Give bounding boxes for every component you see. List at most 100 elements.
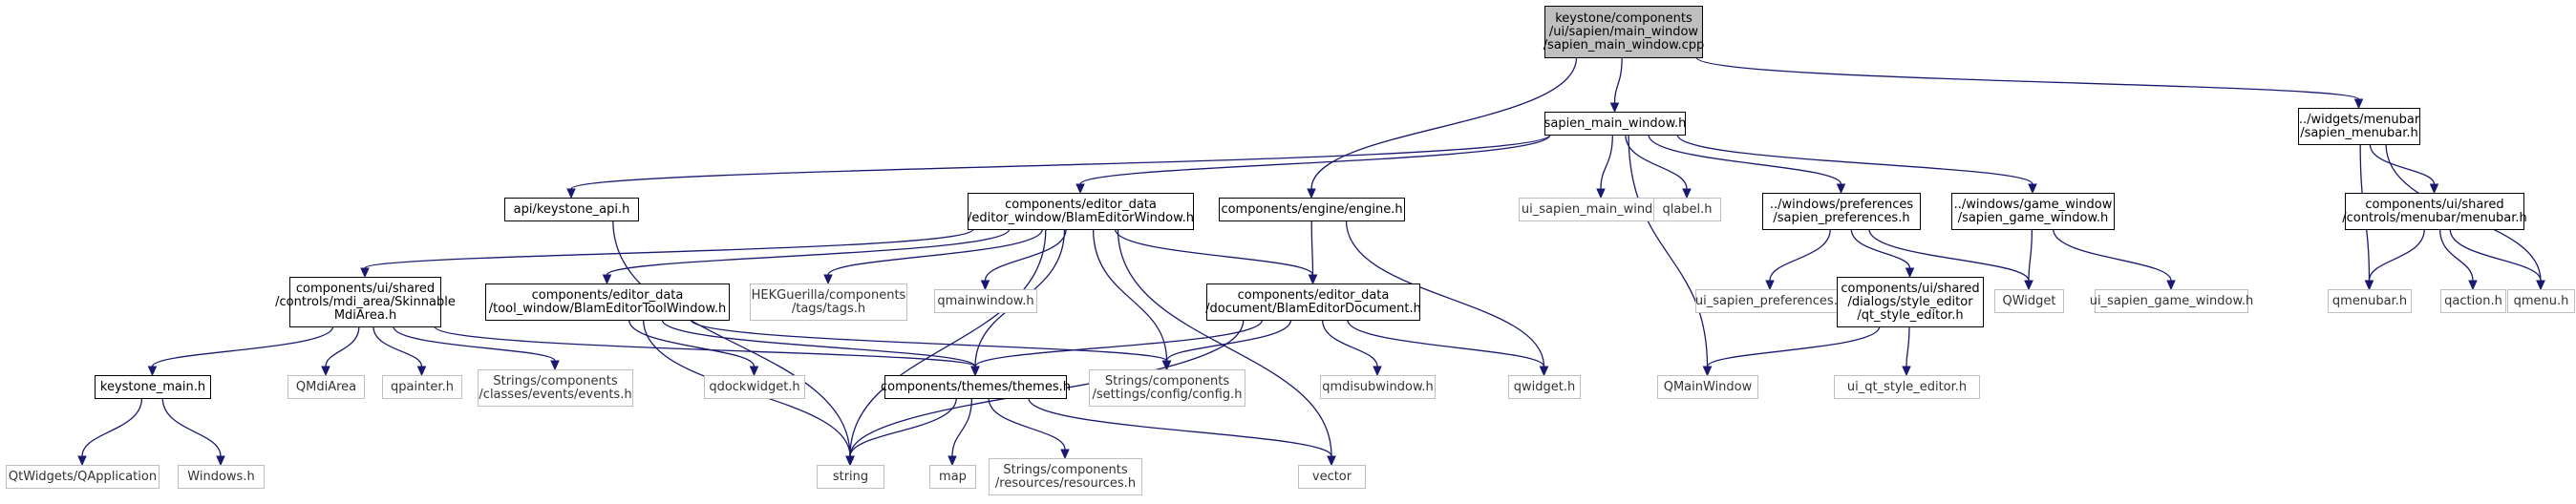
edge-line [1310, 220, 1314, 276]
edge-arrowhead [749, 366, 759, 377]
node-qmenu-h: qmenu.h [2507, 289, 2575, 313]
node-label-line: keystone/components [1555, 11, 1692, 26]
node-bedoc-h[interactable]: components/editor_data/document/BlamEdit… [1205, 284, 1421, 321]
edge-arrowhead [2166, 280, 2176, 291]
node-label-line: keystone_main.h [100, 380, 205, 394]
node-ui-prefs-h: ui_sapien_preferences.h [1695, 289, 1845, 313]
edge-smw-h-to-api-h [566, 134, 1551, 200]
node-api-h[interactable]: api/keystone_api.h [504, 198, 639, 221]
node-label-line: /tags/tags.h [792, 302, 865, 316]
node-label-line: /tool_window/BlamEditorToolWindow.h [489, 302, 727, 316]
node-menubar-h[interactable]: ../widgets/menubar/sapien_menubar.h [2298, 108, 2420, 145]
node-box [287, 375, 365, 399]
node-label-line: /sapien_menubar.h [2300, 126, 2418, 140]
node-smw-h[interactable]: sapien_main_window.h [1544, 112, 1687, 136]
node-label-line: /editor_window/BlamEditorWindow.h [968, 211, 1194, 225]
node-config-h: Strings/components/settings/config/confi… [1089, 369, 1245, 407]
node-box [2440, 289, 2506, 313]
node-themes-h[interactable]: components/themes/themes.h [881, 375, 1071, 399]
edge-root-to-engine-h [1307, 56, 1578, 200]
edge-arrowhead [1327, 455, 1336, 467]
edge-arrowhead [77, 455, 87, 467]
node-gamewin-h[interactable]: ../windows/game_window/sapien_game_windo… [1951, 193, 2115, 230]
node-box [1653, 198, 1721, 221]
node-label-line: ui_sapien_preferences.h [1695, 294, 1845, 308]
edge-line [1695, 56, 2360, 100]
node-label-line: components/ui/shared [2365, 198, 2503, 212]
edge-line [1868, 228, 2030, 282]
node-label-line: components/ui/shared [296, 282, 435, 296]
node-qpainter-h: qpainter.h [382, 375, 462, 399]
node-label-line: QWidget [2002, 294, 2055, 308]
edge-line [988, 397, 1066, 451]
node-beew-h[interactable]: components/editor_data/editor_window/Bla… [968, 193, 1194, 230]
node-qlabel-h: qlabel.h [1653, 198, 1721, 221]
edge-themes-h-to-string [845, 397, 957, 467]
edge-line [1028, 397, 1332, 457]
edges-layer [77, 56, 2545, 467]
edge-shared-menubar-h-to-qaction-h [2438, 228, 2478, 291]
node-box [934, 289, 1037, 313]
edge-line [393, 326, 556, 362]
node-box [1657, 375, 1758, 399]
edge-arrowhead [947, 455, 957, 467]
node-windows-h: Windows.h [178, 465, 265, 489]
edge-line [2053, 228, 2172, 282]
node-label-line: /dialogs/style_editor [1847, 295, 1973, 309]
node-skinnable-h[interactable]: components/ui/shared/controls/mdi_area/S… [275, 277, 456, 327]
node-betw-h[interactable]: components/editor_data/tool_window/BlamE… [485, 284, 730, 321]
edge-keystone-main-h-to-qapplication [77, 397, 143, 467]
node-engine-h[interactable]: components/engine/engine.h [1219, 198, 1405, 221]
node-box [382, 375, 462, 399]
edge-line [974, 319, 1264, 368]
node-box [289, 277, 441, 327]
node-box [1544, 112, 1686, 136]
node-label-line: HEKGuerilla/components [752, 288, 906, 303]
node-label-line: ../windows/game_window [1954, 198, 2113, 212]
node-box [2345, 193, 2524, 230]
node-label-line: MdiArea.h [334, 308, 396, 323]
edge-beew-h-to-qmainwindow-h [980, 228, 1067, 291]
edge-line [373, 326, 423, 368]
edge-line [1850, 228, 1911, 269]
edge-arrowhead [321, 366, 330, 377]
edge-arrowhead [602, 274, 612, 285]
edge-shared-menubar-h-to-qmenu-h [2449, 228, 2545, 291]
edge-bedoc-h-to-themes-h [970, 319, 1264, 377]
edge-root-to-smw-h [1609, 56, 1623, 114]
edge-arrowhead [1307, 188, 1316, 200]
edge-line [984, 228, 1067, 282]
edge-smw-h-to-gamewin-h [1676, 134, 2037, 195]
node-qwidget-h: qwidget.h [1508, 375, 1581, 399]
node-label-line: ../widgets/menubar [2299, 113, 2420, 127]
node-label-line: ui_sapien_game_window.h [2090, 294, 2254, 308]
node-box [1219, 198, 1405, 221]
node-box [178, 465, 265, 489]
edge-themes-h-to-vector [1028, 397, 1336, 467]
edge-skinnable-h-to-keystone-main-h [147, 326, 334, 377]
edge-engine-h-to-bedoc-h [1308, 220, 1318, 285]
node-prefs-h[interactable]: ../windows/preferences/sapien_preference… [1762, 193, 1921, 230]
edge-line [849, 397, 957, 457]
edge-line [1628, 134, 1709, 368]
edge-line [951, 397, 973, 457]
edge-arrowhead [980, 280, 990, 291]
edge-line [81, 397, 143, 457]
node-label-line: sapien_main_window.h [1544, 116, 1687, 131]
edge-line [1648, 134, 1842, 185]
edge-line [690, 319, 1168, 362]
node-shared-menubar-h[interactable]: components/ui/shared/controls/menubar/me… [2342, 193, 2527, 230]
edge-line [1625, 134, 1688, 190]
edge-line [2028, 228, 2033, 282]
node-tags-h: HEKGuerilla/components/tags/tags.h [750, 284, 907, 321]
node-box [1837, 277, 1984, 327]
edge-line [661, 319, 976, 368]
edge-gamewin-h-to-ui-game-h [2053, 228, 2176, 291]
node-label-line: vector [1312, 470, 1352, 484]
edge-line [827, 228, 1044, 276]
node-label-line: /controls/mdi_area/Skinnable [275, 295, 456, 309]
node-keystone-main-h[interactable]: keystone_main.h [95, 375, 211, 399]
node-style-editor-h[interactable]: components/ui/shared/dialogs/style_edito… [1837, 277, 1984, 327]
node-root[interactable]: keystone/components/ui/sapien/main_windo… [1543, 6, 1705, 58]
edge-beew-h-to-betw-h [602, 228, 1011, 285]
